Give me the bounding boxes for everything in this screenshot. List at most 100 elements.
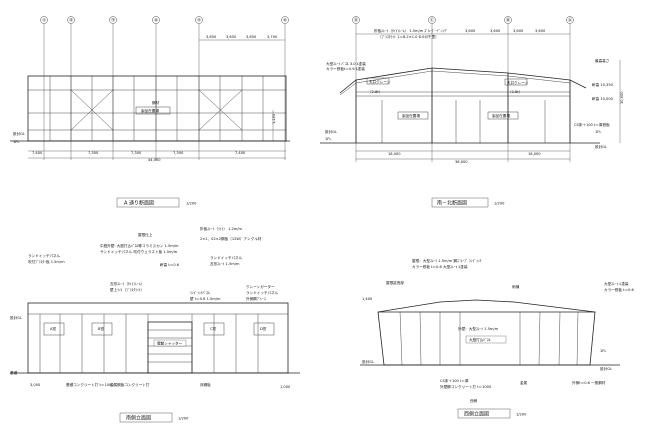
br-right-dim-0: 1FL: [600, 349, 606, 353]
view-title-br: 西側立面図: [464, 411, 489, 418]
win-b: B窓: [98, 326, 104, 331]
tr-dim-2: 3,600: [490, 29, 501, 33]
axis-3: ③: [111, 18, 115, 24]
bl-note-13: 外側鋼ﾌﾞﾚｰｽ: [246, 296, 266, 301]
caption-box-bl: [119, 412, 173, 423]
view-scale-bl: 1/200: [178, 417, 189, 421]
br-right-note: カラー鉄板 t＝0.6: [604, 287, 635, 292]
br-dim-0: 1,400: [362, 297, 373, 301]
crane-cap-b: （2.8t）: [508, 89, 522, 94]
br-bottom-0: CS床＋100 t＝厚: [440, 378, 469, 383]
win-c: C窓: [210, 326, 217, 331]
roof-note: 折板ｽﾚｰﾄ（ﾀｲﾄﾌﾚｰﾑ） 1.5m/m ｽﾞﾙｰﾌﾞｰﾃﾞｨﾝｸﾞ: [374, 28, 448, 33]
lv1: 設計GL: [325, 129, 337, 134]
crane-b: 天井クレーン: [507, 80, 529, 85]
view-scale-tr: 1/200: [494, 202, 505, 206]
bl-note-11: ランドイッチパネル: [246, 290, 279, 295]
br-center-label: 大庭打込ﾊﾟﾈﾙ: [469, 337, 491, 342]
right-dim-2: 軒高 10,000: [592, 96, 614, 101]
bl-left-note-0: ランドイッチパネル: [28, 253, 61, 258]
lvl-b: 1FL: [13, 140, 19, 144]
right-dim-3: 10,000: [620, 91, 624, 104]
bl-note-6: ﾗﾝﾄﾞｲｯﾁﾊﾟﾈﾙ: [190, 290, 210, 295]
tr-bay-1: 18,000: [388, 152, 401, 156]
tr-bay-2: 18,000: [528, 152, 541, 156]
bl-note-9: 2×1、02×2鋼板（12W）アングル材: [200, 236, 262, 241]
bl-note-12: 瓦形ｽﾚｰﾄ 1.5m/m: [210, 261, 240, 266]
top-dim-3: 3,650: [246, 35, 257, 39]
top-dim-1: 3,650: [206, 35, 217, 39]
bl-note-3: ランドイッチパネル: [210, 255, 243, 260]
win-a: A窓: [50, 326, 56, 331]
bl-note-10: クレーンガーター: [246, 284, 275, 289]
tr-dim-4: 3,600: [535, 29, 546, 33]
roof-line: [339, 67, 587, 94]
tr-total: 36,000: [455, 160, 468, 164]
caption-box-tl: [116, 197, 180, 208]
caption-box-tr: [431, 197, 489, 208]
axis-bubbles-left: ① ② ③ ④ ⑤ ⑥: [40, 16, 289, 24]
bay-box-b: 製品在置場: [492, 113, 510, 118]
br-right-bottom: 外側t＝0.6 一般鋼材: [572, 380, 606, 385]
br-top-0: 屋根：大型ｽﾚｰﾄ 1.5m/m 鋼ｽﾞﾙｰﾌﾞ ﾗﾝﾄﾞｲｯﾁ: [412, 258, 482, 263]
slab-note: CS床＋100 t＝厚鉄板: [574, 122, 610, 127]
br-top-1: カラー鉄板 t＝0.6 大型ｽﾚｰﾄ ﾙ塗装: [412, 264, 468, 269]
eave-note: 大型ｽﾚｰﾄ ﾊﾟﾈﾙ 3.0 ﾙ塗装: [326, 61, 366, 66]
br-right-top: 大型ｽﾚｰﾄ ﾙ塗装: [604, 281, 629, 286]
bay-box-a: 製品在置場: [402, 113, 420, 118]
lv2: 1FL: [325, 137, 331, 141]
br-mid-label: 雨樋: [512, 284, 520, 289]
tr-dim-3: 3,600: [513, 29, 524, 33]
view-title-tr: 南－北断面図: [437, 200, 467, 207]
tr-dim-1: 3,600: [465, 29, 476, 33]
total-dim: 44,000: [148, 158, 161, 162]
bl-note-8: 折板ｽﾚｰﾄ（ﾗｲﾄ） 1.2m/m: [200, 226, 243, 231]
bay-dim-3: 7,300: [131, 151, 142, 155]
door-label: 電動シャッター: [157, 341, 183, 346]
crane-cap-a: （2.8t）: [368, 89, 382, 94]
bl-dim-0: 3,000: [30, 383, 41, 387]
top-dim-4: 3,700: [267, 35, 278, 39]
caption-box-br: [457, 408, 511, 419]
axis-b: Ⓑ: [506, 17, 511, 24]
view-scale-br: 1/200: [516, 413, 527, 417]
bay-dim-4: 7,300: [173, 151, 184, 155]
axis-1: ①: [42, 18, 46, 24]
lv3: 1FL: [595, 130, 601, 134]
view-top-left: ① ② ③ ④ ⑤ ⑥ 3,650 3,650 3,650 3,700: [10, 16, 290, 208]
axis-2: ②: [69, 18, 73, 24]
br-bottom-2: 金属: [520, 380, 528, 385]
right-dim-1: 軒高 10,350: [592, 82, 614, 87]
eave-note-2: カラー鉄板t＝0.6 ﾙ塗装: [326, 66, 365, 71]
view-title-bl: 南側立面図: [126, 415, 151, 422]
axis-5: ⑤: [197, 18, 201, 24]
bl-bottom-2: 床鋼板: [200, 382, 211, 387]
bl-bottom-0: 基礎コンクリート打 t＝1000: [66, 382, 114, 387]
bl-note-5: 壁上ﾗｲﾄ（ﾌﾞﾗｽﾀﾗｲﾄ）: [110, 287, 144, 292]
bl-left-note-1: 吹付ﾌﾞﾗｽﾀｰ板 1.5m/m: [28, 259, 65, 264]
bl-note-7: 壁 t＝0.6 1.5m/m: [190, 296, 221, 301]
view-title-tl: A 通り断面図: [124, 200, 154, 207]
br-left-note: 屋根延長部: [386, 280, 404, 285]
crane-a: 天井クレーン: [369, 79, 391, 84]
lv4: 設計GL: [595, 144, 607, 149]
right-note: 最高高さ: [595, 58, 610, 63]
axis-6: ⑥: [283, 18, 287, 24]
bl-note-4: 瓦形ｽﾚｰﾄ（ﾀｲﾄﾌﾚｰﾑ）: [110, 281, 144, 286]
bl-note-1: 中庭外壁: 大庭打込ﾊﾟﾈﾙ等コラミスカン 1.5m/m: [100, 243, 179, 248]
lvl-a: 設計GL: [13, 131, 25, 136]
br-small-title: 西側: [470, 398, 478, 403]
view-top-right: Ⓓ Ⓒ Ⓑ Ⓐ 3,600 3,600 3,600 3,600 折板ｽﾚｰﾄ（ﾀ…: [320, 16, 624, 208]
west-roof: [377, 299, 596, 313]
center-box-label: 製品在置場: [141, 108, 159, 113]
bay-dim-5: 7,400: [235, 151, 246, 155]
br-bottom-1: 外壁鋼コンクリート打 t＝1000: [440, 384, 492, 389]
bl-note-2: サンドイッチパネル 吹付ウェラスト板 1.5m/m: [100, 249, 178, 254]
bay-dim-1: 7,400: [32, 151, 43, 155]
bl-note-0: 屋根仕上: [138, 232, 153, 237]
bl-lvl-1: 設計GL: [10, 315, 22, 320]
axis-c: Ⓒ: [430, 17, 435, 24]
bay-dim-2: 7,300: [88, 151, 99, 155]
